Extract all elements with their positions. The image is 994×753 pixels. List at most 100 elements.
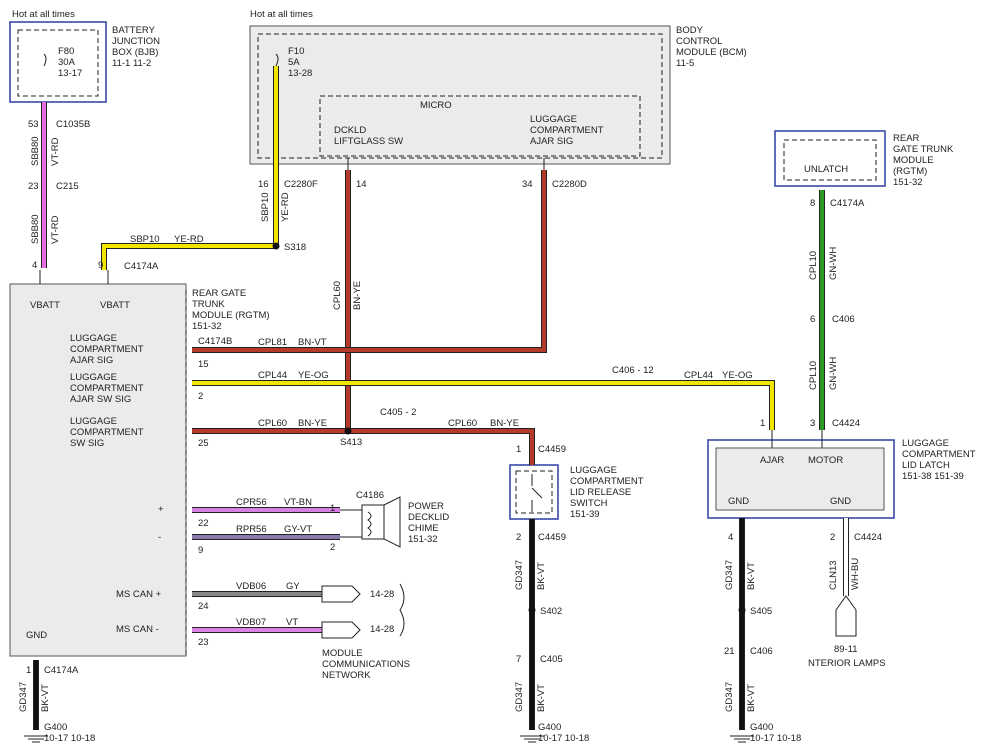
wires-gn-wh-text: GN-WH	[828, 247, 839, 280]
labels-mcn-1-text: COMMUNICATIONS	[322, 659, 410, 670]
labels-bjb-3-text: 11-1 11-2	[112, 58, 151, 69]
labels-g400-ref-text: 10-17 10-18	[44, 733, 95, 744]
wires-cpl60-text: CPL60	[258, 418, 287, 429]
wires-cpl44-text: CPL44	[684, 370, 713, 381]
labels-release-4-text: 151-39	[570, 509, 600, 520]
labels-motor-text: MOTOR	[808, 455, 843, 466]
labels-lcajar-bcm-2-text: AJAR SIG	[530, 136, 573, 147]
labels-pin-lc-sw-2-text: SW SIG	[70, 438, 104, 449]
pins-p24-text: 24	[198, 601, 209, 612]
wires-gd347-text: GD347	[724, 682, 735, 712]
labels-release-1-text: COMPARTMENT	[570, 476, 644, 487]
wire-sbp10-horz	[102, 244, 276, 270]
connectors-c4424-text: C4424	[854, 532, 882, 543]
connectors-c406-text: C406	[832, 314, 855, 325]
labels-g400-ref-text: 10-17 10-18	[538, 733, 589, 744]
labels-rgtm-top-2-text: MODULE	[893, 155, 934, 166]
pins-p8-text: 8	[810, 198, 815, 209]
wires-ye-rd-text: YE-RD	[174, 234, 204, 245]
pins-p53-text: 53	[28, 119, 39, 130]
connectors-c405-text: C405	[540, 654, 563, 665]
wires-gd347-text: GD347	[514, 682, 525, 712]
connectors-c1035b-text: C1035B	[56, 119, 90, 130]
lid-release-switch-box	[509, 464, 559, 520]
pins-p2-text: 2	[330, 542, 335, 553]
wires-cpl60-text: CPL60	[332, 281, 343, 310]
splice-s413	[344, 427, 352, 435]
connectors-c405-2-text: C405 - 2	[380, 407, 416, 418]
labels-dckld-0-text: DCKLD	[334, 125, 366, 136]
connectors-c2280f-text: C2280F	[284, 179, 318, 190]
pins-p14-text: 14	[356, 179, 367, 190]
fuse-f80-icon	[43, 53, 47, 67]
wire-cpl44	[192, 381, 774, 430]
pins-p1-text: 1	[26, 665, 31, 676]
labels-f10-0-text: F10	[288, 46, 304, 57]
labels-minus-text: -	[158, 532, 161, 543]
pins-p25-text: 25	[198, 438, 209, 449]
labels-f10-1-text: 5A	[288, 57, 300, 68]
labels-gnd-text: GND	[728, 496, 749, 507]
connectors-c4174b-text: C4174B	[198, 336, 232, 347]
connectors-c4186-text: C4186	[356, 490, 384, 501]
labels-latch-1-text: COMPARTMENT	[902, 449, 976, 460]
labels-bcm-3-text: 11-5	[676, 58, 694, 69]
pins-p3-text: 3	[810, 418, 815, 429]
labels-micro-text: MICRO	[420, 100, 452, 111]
wires-sbp10-text: SBP10	[130, 234, 160, 245]
labels-f80-0-text: F80	[58, 46, 74, 57]
wire-group	[33, 66, 849, 730]
labels-lcajar-bcm-0-text: LUGGAGE	[530, 114, 577, 125]
pins-p2-text: 2	[198, 391, 203, 402]
connectors-c4174a-text: C4174A	[124, 261, 159, 272]
wires-cpl60-text: CPL60	[448, 418, 477, 429]
pins-p4-text: 4	[32, 260, 37, 271]
splice-s318	[272, 242, 280, 250]
wires-gd347-text: GD347	[18, 682, 29, 712]
wires-vdb06-text: VDB06	[236, 581, 266, 592]
lid-latch-box	[707, 439, 895, 519]
wires-bk-vt-text: BK-VT	[746, 562, 757, 590]
labels-dckld-1-text: LIFTGLASS SW	[334, 136, 403, 147]
body-control-module	[249, 25, 671, 165]
connectors-c4459-text: C4459	[538, 532, 566, 543]
wires-gy-vt-text: GY-VT	[284, 524, 312, 535]
connectors-c2280d-text: C2280D	[552, 179, 587, 190]
wires-sbb80-text: SBB80	[30, 136, 41, 166]
wire-cpl60-horz	[192, 429, 534, 465]
pins-p2-text: 2	[516, 532, 521, 543]
labels-f80-1-text: 30A	[58, 57, 76, 68]
pins-p6-text: 6	[810, 314, 815, 325]
connectors-s318-text: S318	[284, 242, 306, 253]
connectors-c215-text: C215	[56, 181, 79, 192]
labels-pin-lc-ajar-1-text: COMPARTMENT	[70, 344, 144, 355]
labels-rgtm-main-0-text: REAR GATE	[192, 288, 246, 299]
pins-p15-text: 15	[198, 359, 209, 370]
pins-p23-text: 23	[198, 637, 209, 648]
labels-vbatt-text: VBATT	[30, 300, 60, 311]
labels-lcajar-bcm-1-text: COMPARTMENT	[530, 125, 604, 136]
battery-junction-box	[9, 21, 107, 103]
connectors-c406-text: C406	[750, 646, 773, 657]
wires-ye-rd-text: YE-RD	[280, 192, 291, 222]
splice-dots	[272, 242, 746, 614]
wires-rpr56-text: RPR56	[236, 524, 267, 535]
pins-p23-text: 23	[28, 181, 39, 192]
wire-cpl81	[192, 170, 546, 352]
wires-sbb80-text: SBB80	[30, 214, 41, 244]
rgtm-top-module	[774, 130, 886, 187]
chime-icon	[361, 496, 401, 548]
connectors-c4424-text: C4424	[832, 418, 860, 429]
labels-ajar-text: AJAR	[760, 455, 784, 466]
labels-pin-lc-ajar-sw-2-text: AJAR SW SIG	[70, 394, 131, 405]
labels-bcm-1-text: CONTROL	[676, 36, 722, 47]
labels-bcm-0-text: BODY	[676, 25, 704, 36]
connectors-c4174a-text: C4174A	[830, 198, 865, 209]
pins-p1-text: 1	[516, 444, 521, 455]
labels-pin-lc-ajar-2-text: AJAR SIG	[70, 355, 113, 366]
connectors-c4174a-text: C4174A	[44, 665, 79, 676]
labels-g400-text: G400	[750, 722, 773, 733]
wires-vt-rd-text: VT-RD	[50, 215, 61, 244]
